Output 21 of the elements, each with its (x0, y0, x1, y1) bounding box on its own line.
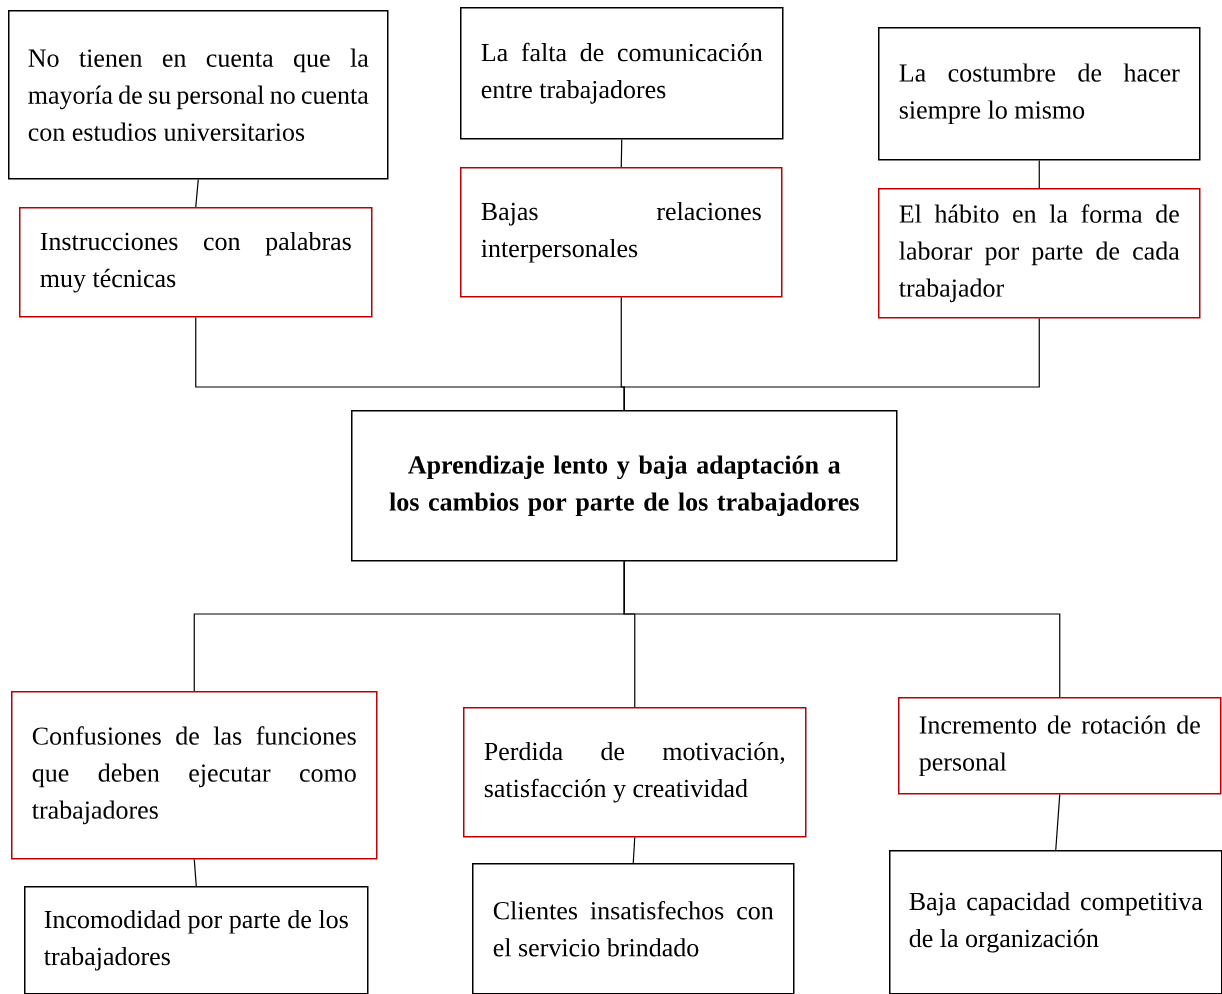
cause-box: No tienen en cuenta que la mayoría de su personal no cuenta con estudios universitarios (8, 10, 389, 180)
connector-line (195, 178, 199, 208)
effect-box: Incremento de rotación de personal (898, 697, 1222, 795)
connector-line (620, 138, 623, 168)
effect-box: Incomodidad por parte de los trabajadores (24, 886, 369, 994)
effect-box: Baja capacidad competitiva de la organización (889, 850, 1222, 994)
cause-box: La costumbre de hacer siempre lo mismo (878, 27, 1201, 161)
connector-line (1055, 793, 1061, 851)
problem-box: Aprendizaje lento y baja adaptación a los cambios por parte de los trabajadores (351, 410, 898, 562)
cause-box: La falta de comunicación entre trabajadores (460, 7, 784, 140)
connector-line (193, 858, 197, 887)
connector-line (632, 836, 636, 864)
cause-box: El hábito en la forma de laborar por parte de cada trabajador (878, 188, 1201, 319)
cause-box: Bajas relaciones interpersonales (460, 167, 783, 298)
cause-box: Instrucciones con palabras muy técnicas (19, 207, 373, 318)
connector-line (623, 317, 1040, 411)
connector-line (1038, 159, 1040, 189)
effect-box: Confusiones de las funciones que deben ejecutar como trabajadores (11, 691, 378, 860)
connector-line (623, 560, 1061, 698)
effect-box: Clientes insatisfechos con el servicio brindado (472, 863, 795, 994)
effect-box: Perdida de motivación, satisfacción y creatividad (463, 707, 807, 838)
